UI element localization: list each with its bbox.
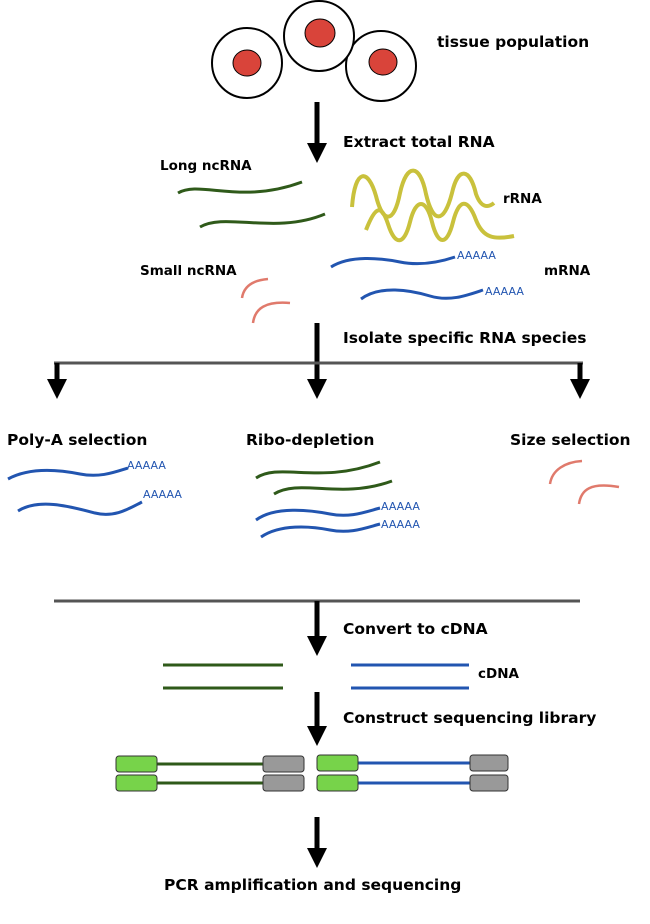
- adapter-green: [115, 774, 158, 792]
- adapter-gray: [469, 774, 509, 792]
- ribo-depletion-label: Ribo-depletion: [246, 431, 374, 449]
- polya-selection-label: Poly-A selection: [7, 431, 147, 449]
- adapter-gray: [262, 755, 305, 773]
- small-ncrna-strand-1: [240, 277, 269, 299]
- ribo-mrna-strand-1: [255, 506, 381, 522]
- small-ncrna-label: Small ncRNA: [140, 263, 237, 279]
- tissue-population-label: tissue population: [437, 33, 589, 51]
- library-fragment-green-1: [115, 755, 305, 773]
- library-fragment-green-2: [115, 774, 305, 792]
- construct-library-label: Construct sequencing library: [343, 709, 596, 727]
- ribo-ncrna-strand-2: [273, 479, 393, 496]
- polya-tail-label: AAAAA: [127, 459, 166, 472]
- adapter-gray: [262, 774, 305, 792]
- polya-mrna-strand-2: [17, 500, 143, 516]
- size-ncrna-strand-1: [548, 459, 583, 485]
- cell-right: [345, 30, 417, 102]
- library-fragment-blue-2: [316, 774, 509, 792]
- adapter-green: [316, 774, 359, 792]
- polya-tail-label: AAAAA: [143, 488, 182, 501]
- rrna-strand-2: [364, 201, 515, 243]
- mrna-label: mRNA: [544, 263, 591, 279]
- polya-tail-label: AAAAA: [485, 285, 524, 298]
- polya-tail-label: AAAAA: [381, 518, 420, 531]
- long-ncrna-strand-1: [177, 180, 303, 195]
- cdna-label: cDNA: [478, 666, 520, 682]
- adapter-green: [115, 755, 158, 773]
- cell-left: [211, 27, 283, 99]
- extract-total-rna-label: Extract total RNA: [343, 133, 495, 151]
- polya-mrna-strand-1: [7, 466, 129, 481]
- long-ncrna-label: Long ncRNA: [160, 158, 252, 174]
- rrna-label: rRNA: [503, 191, 542, 207]
- long-ncrna-strand-2: [199, 212, 326, 229]
- ribo-mrna-strand-2: [260, 522, 381, 539]
- library-fragment-blue-1: [316, 754, 509, 772]
- polya-tail-label: AAAAA: [457, 249, 496, 262]
- adapter-gray: [469, 754, 509, 772]
- size-selection-label: Size selection: [510, 431, 631, 449]
- small-ncrna-strand-2: [251, 301, 291, 324]
- convert-cdna-label: Convert to cDNA: [343, 620, 488, 638]
- ribo-ncrna-strand-1: [255, 460, 381, 480]
- pcr-sequencing-label: PCR amplification and sequencing: [164, 876, 461, 894]
- mrna-strand-2: [360, 288, 484, 301]
- adapter-green: [316, 754, 359, 772]
- cell-top: [283, 0, 355, 72]
- mrna-strand-1: [330, 255, 456, 269]
- isolate-species-label: Isolate specific RNA species: [343, 329, 587, 347]
- size-ncrna-strand-2: [577, 484, 620, 505]
- rrna-strand-1: [350, 168, 496, 219]
- polya-tail-label: AAAAA: [381, 500, 420, 513]
